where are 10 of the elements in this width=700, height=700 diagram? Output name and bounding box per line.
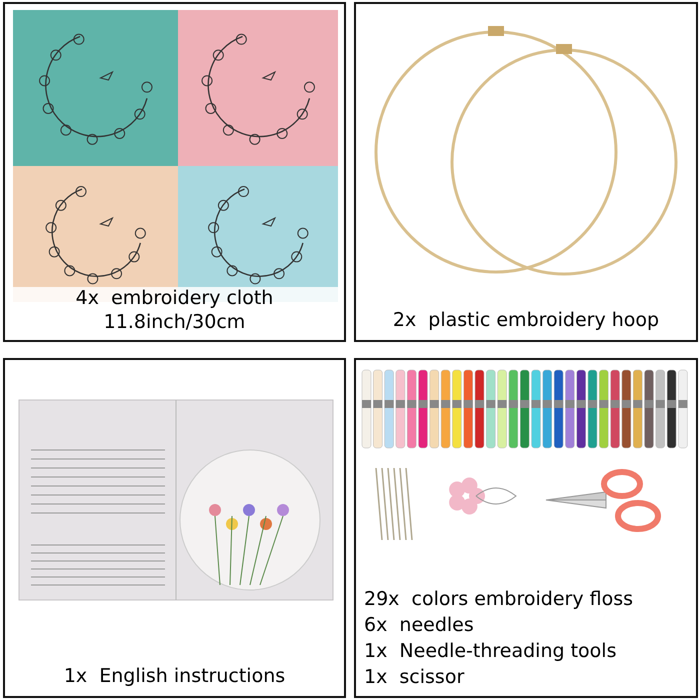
item-caption: 6x needles — [364, 614, 475, 638]
product-panel — [354, 358, 698, 698]
product-panel — [3, 358, 346, 698]
product-panel — [354, 2, 698, 342]
product-panel — [3, 2, 346, 342]
item-caption: 1x English instructions — [62, 665, 286, 689]
item-caption: 1x scissor — [364, 666, 466, 690]
item-caption: 2x plastic embroidery hoop — [392, 309, 660, 333]
item-caption: 1x Needle-threading tools — [364, 640, 618, 664]
item-caption: 29x colors embroidery floss — [364, 588, 634, 612]
